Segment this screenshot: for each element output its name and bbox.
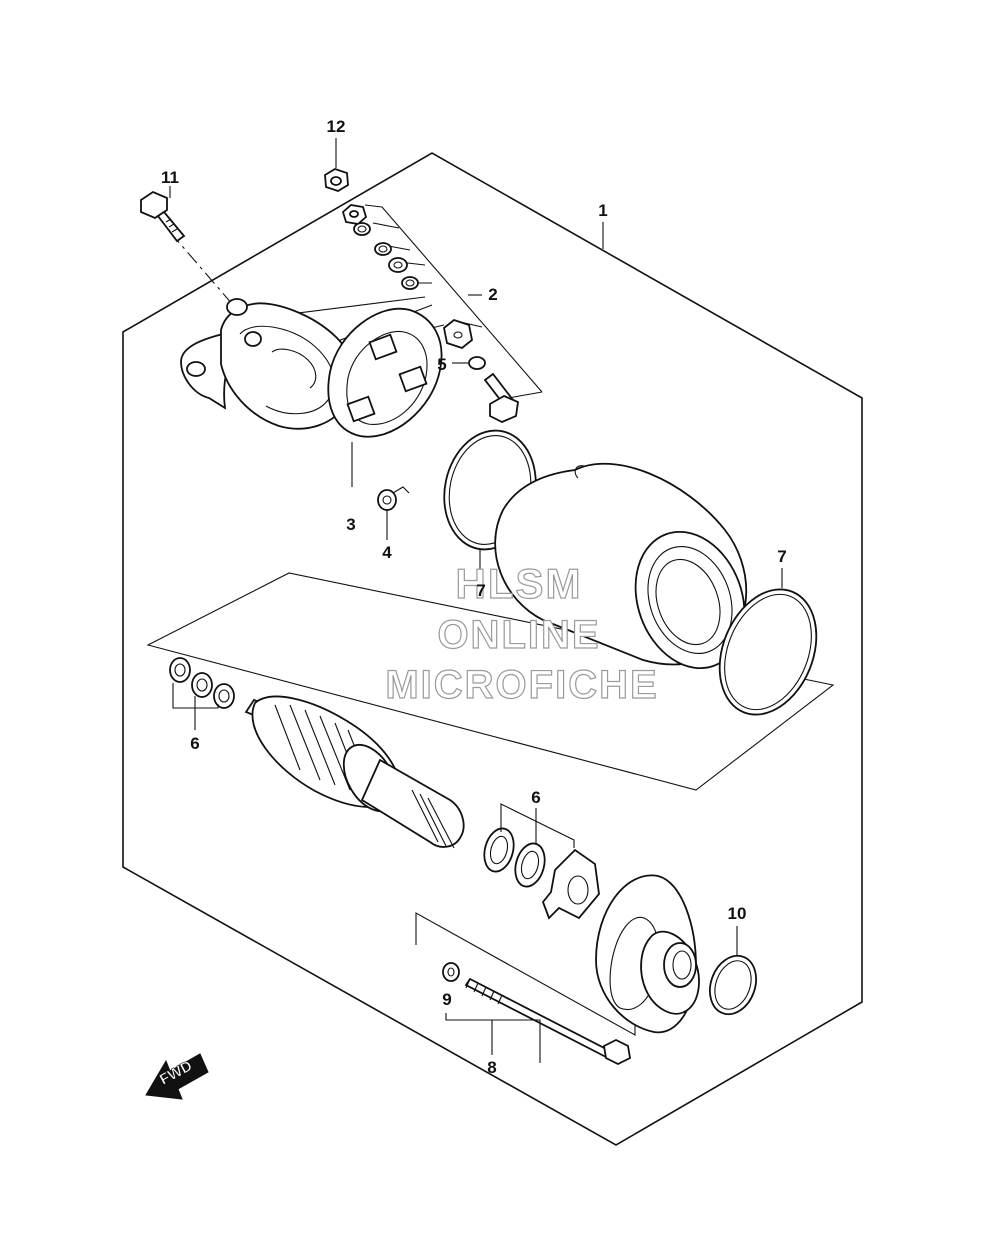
o-ring-5 bbox=[468, 356, 486, 370]
washer-9 bbox=[442, 962, 460, 982]
washers-6-right bbox=[483, 803, 575, 888]
o-ring-7-rear bbox=[718, 568, 818, 716]
armature bbox=[244, 695, 465, 849]
part2-hardware-stack bbox=[341, 204, 473, 350]
callout-5: 5 bbox=[437, 355, 446, 374]
callout-6-left: 6 bbox=[190, 734, 199, 753]
assembly-frame bbox=[122, 152, 863, 1146]
callout-3: 3 bbox=[346, 515, 355, 534]
callout-12: 12 bbox=[327, 117, 346, 136]
callout-4: 4 bbox=[382, 543, 392, 562]
callout-10: 10 bbox=[728, 904, 747, 923]
fwd-arrow-icon: FWD bbox=[145, 1053, 209, 1100]
callout-7-rear: 7 bbox=[777, 547, 786, 566]
terminal-bolt bbox=[483, 372, 519, 423]
brush-plate-3 bbox=[327, 307, 443, 487]
nut-12 bbox=[324, 168, 349, 192]
o-ring-10 bbox=[709, 926, 757, 1016]
callout-7-front: 7 bbox=[476, 581, 485, 600]
washers-6-left bbox=[169, 657, 235, 730]
bolt-11 bbox=[140, 190, 186, 243]
through-bolt-8 bbox=[445, 977, 631, 1066]
callout-9: 9 bbox=[442, 990, 451, 1009]
lock-plate bbox=[541, 848, 600, 920]
watermark: HLSM ONLINE MICROFICHE bbox=[385, 559, 658, 707]
bolt-11-axis bbox=[169, 231, 234, 306]
callout-8: 8 bbox=[487, 1058, 496, 1077]
watermark-line-1: HLSM bbox=[456, 560, 583, 607]
watermark-line-3: MICROFICHE bbox=[385, 663, 658, 707]
bearing-4 bbox=[377, 486, 410, 540]
watermark-line-2: ONLINE bbox=[437, 613, 600, 657]
yoke-case bbox=[494, 462, 748, 670]
rear-housing bbox=[180, 298, 354, 430]
callout-6-right: 6 bbox=[531, 788, 540, 807]
callout-11: 11 bbox=[161, 168, 179, 187]
front-housing bbox=[595, 874, 700, 1034]
armature-subframe bbox=[146, 572, 835, 791]
callout-2: 2 bbox=[488, 285, 497, 304]
callout-1: 1 bbox=[598, 201, 607, 220]
